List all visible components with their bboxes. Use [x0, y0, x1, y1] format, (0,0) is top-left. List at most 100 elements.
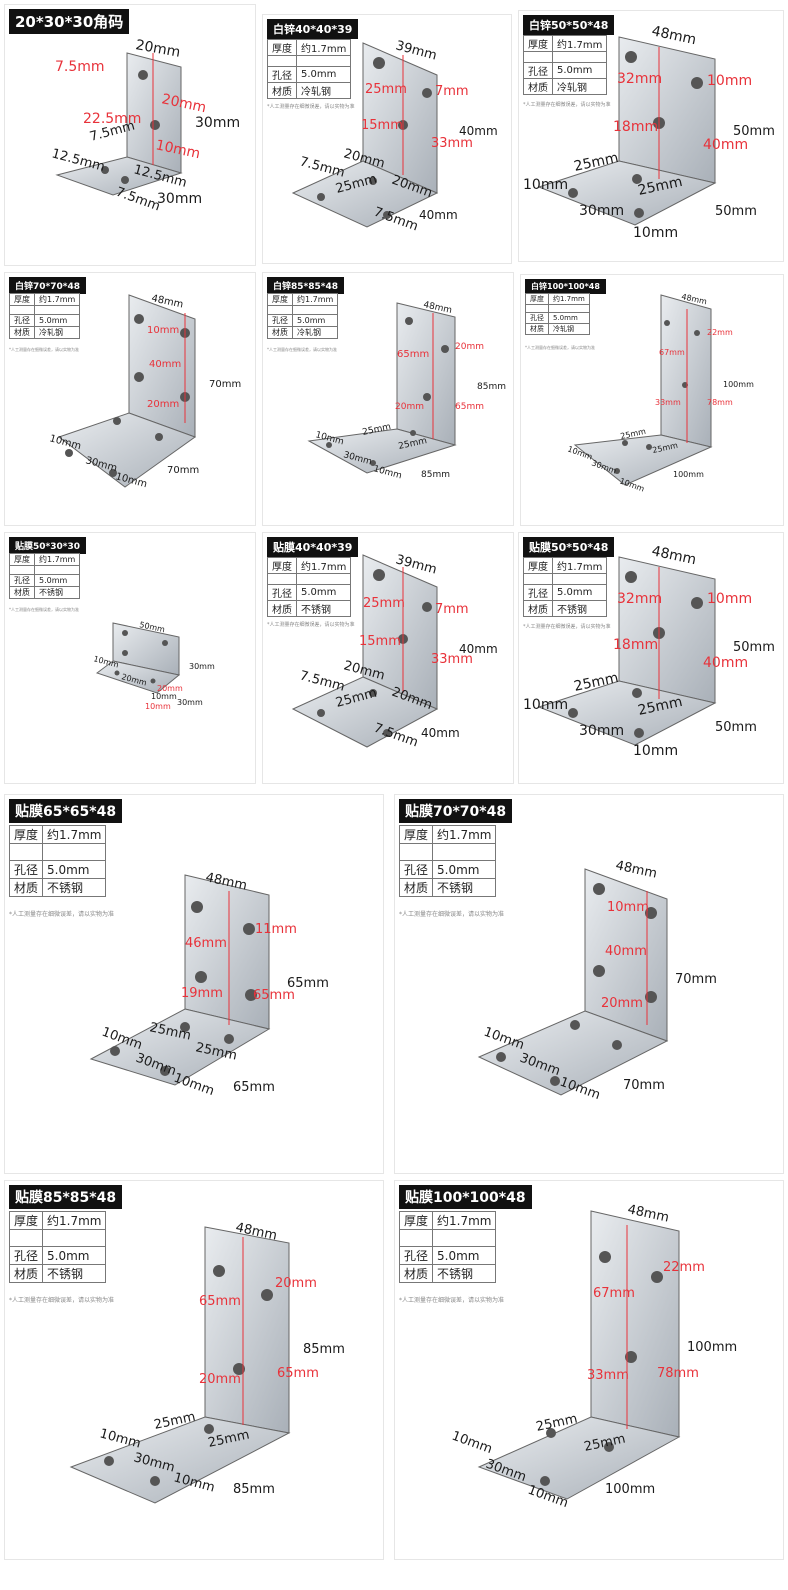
dim-label: 10mm: [523, 177, 568, 193]
bracket-diagram: 48mm 10mm 40mm 70mm 20mm 10mm 30mm 10mm …: [477, 858, 717, 1103]
dim-label: 78mm: [657, 1366, 699, 1381]
dim-label: 78mm: [707, 398, 733, 407]
card-title: 白锌85*85*48: [267, 277, 344, 294]
dim-label: 48mm: [614, 858, 658, 881]
dim-label: 85mm: [233, 1482, 275, 1497]
dim-label: 40mm: [419, 208, 458, 222]
dim-label: 30mm: [189, 662, 215, 671]
dim-label: 7mm: [435, 84, 469, 99]
dim-label: 10mm: [523, 697, 568, 713]
dim-label: 33mm: [431, 652, 473, 667]
dim-label: 33mm: [587, 1368, 629, 1383]
spec-value: 不锈钢: [295, 600, 352, 617]
dim-label: 11mm: [255, 922, 297, 937]
dim-label: 40mm: [459, 642, 498, 656]
card-title: 白锌100*100*48: [525, 279, 606, 294]
dim-label: 18mm: [613, 637, 658, 653]
dim-label: 100mm: [605, 1482, 655, 1497]
measurement-note: *人工测量存在细微误差，请以实物为准: [525, 345, 595, 350]
bracket-diagram: 48mm 46mm 11mm 65mm 19mm 65mm 25mm 25mm …: [89, 870, 329, 1099]
measurement-note: *人工测量存在细微误差，请以实物为准: [267, 104, 355, 110]
dim-label: 10mm: [151, 692, 177, 701]
dim-label: 30mm: [579, 723, 624, 739]
dim-label: 70mm: [167, 465, 199, 476]
dim-label: 7.5mm: [298, 154, 346, 180]
dim-label: 10mm: [98, 1426, 142, 1451]
dim-label: 20mm: [134, 37, 181, 61]
measurement-note: *人工测量存在细微误差，请以实物为准: [9, 347, 79, 352]
dim-label: 65mm: [233, 1080, 275, 1095]
card-title: 20*30*30角码: [9, 9, 130, 34]
spec-value: 冷轧钢: [33, 326, 81, 339]
spec-value: 不锈钢: [432, 878, 497, 897]
dim-label: 7.5mm: [298, 668, 346, 694]
dim-label: 15mm: [359, 634, 401, 649]
bracket-diagram: 39mm 25mm 7mm 15mm 33mm 40mm 20mm 7.5mm …: [291, 552, 498, 750]
dim-label: 30mm: [157, 191, 202, 207]
dim-label: 22mm: [663, 1260, 705, 1275]
measurement-note: *人工测量存在细微误差，请以实物为准: [267, 347, 337, 352]
bracket-diagram: 48mm 32mm 10mm 18mm 40mm 50mm 25mm 25mm …: [523, 23, 775, 241]
spec-value: 冷轧钢: [551, 78, 608, 95]
spec-value: 不锈钢: [432, 1264, 497, 1283]
bracket-diagram: 48mm 65mm 20mm 85mm 20mm 65mm 25mm 25mm …: [307, 300, 506, 481]
dim-label: 67mm: [593, 1286, 635, 1301]
dim-label: 85mm: [421, 470, 450, 480]
dim-label: 40mm: [703, 137, 748, 153]
dim-label: 40mm: [703, 655, 748, 671]
dim-label: 22mm: [707, 328, 733, 337]
spec-key: 材质: [525, 323, 549, 335]
dim-label: 20mm: [157, 684, 183, 693]
dim-label: 33mm: [431, 136, 473, 151]
card-title: 白锌40*40*39: [267, 19, 359, 39]
dim-label: 50mm: [733, 124, 775, 139]
spec-value: 不锈钢: [551, 600, 608, 617]
card-title: 贴膜85*85*48: [9, 1185, 123, 1209]
dim-label: 70mm: [209, 379, 241, 390]
dim-label: 30mm: [579, 203, 624, 219]
spec-key: 材质: [398, 1264, 434, 1283]
dim-label: 85mm: [477, 382, 506, 392]
dim-label: 20mm: [275, 1276, 317, 1291]
card-title: 贴膜40*40*39: [267, 537, 359, 557]
dim-label: 50mm: [715, 204, 757, 219]
bracket-diagram: 50mm 30mm 10mm 20mm 20mm 10mm 10mm 30mm: [92, 620, 215, 711]
product-card-20x30x30: 20*30*30角码 20mm 7.5mm 20mm 22.5mm 10mm 7…: [4, 4, 256, 266]
measurement-note: *人工测量存在细微误差，请以实物为准: [9, 1297, 115, 1304]
spec-value: 不锈钢: [42, 1264, 107, 1283]
card-title: 贴膜65*65*48: [9, 799, 123, 823]
dim-label: 20mm: [455, 342, 484, 352]
spec-value: 约1.7mm: [295, 557, 352, 574]
dim-label: 65mm: [397, 349, 429, 360]
measurement-note: *人工测量存在细微误差，请以实物为准: [399, 911, 505, 918]
dim-label: 32mm: [617, 71, 662, 87]
dim-label: 10mm: [633, 743, 678, 759]
dim-label: 10mm: [450, 1429, 494, 1457]
dim-label: 70mm: [623, 1078, 665, 1093]
spec-value: 不锈钢: [42, 878, 107, 897]
dim-label: 10mm: [633, 225, 678, 241]
dim-label: 65mm: [455, 402, 484, 412]
dim-label: 10mm: [707, 591, 752, 607]
dim-label: 10mm: [172, 1071, 216, 1099]
dim-label: 65mm: [277, 1366, 319, 1381]
measurement-note: *人工测量存在细微误差，请以实物为准: [9, 911, 115, 918]
dim-label: 40mm: [149, 359, 181, 370]
dim-label: 20mm: [395, 402, 424, 412]
dim-label: 100mm: [673, 470, 704, 479]
dim-label: 18mm: [613, 119, 658, 135]
